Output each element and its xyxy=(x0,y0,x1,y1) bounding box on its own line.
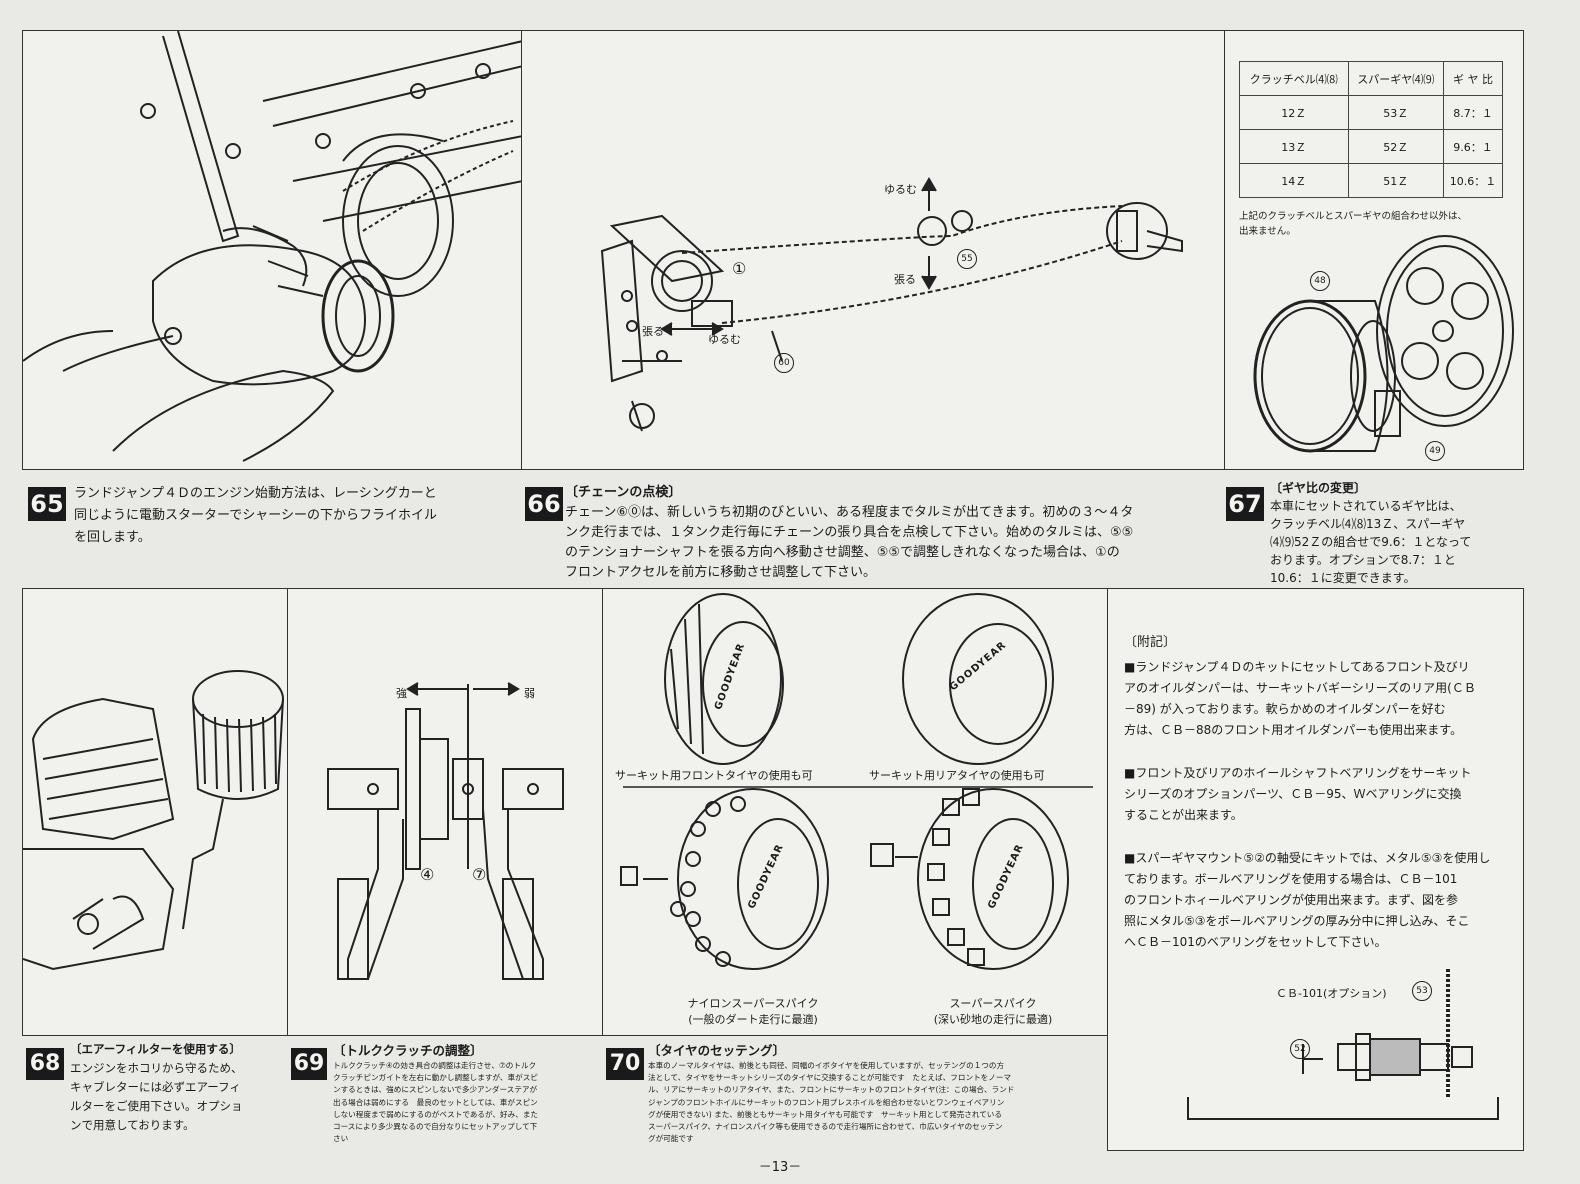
label-part-1: ① xyxy=(732,259,747,278)
label-nylon-spike: ナイロンスーパースパイク (一般のダート走行に最適) xyxy=(687,997,819,1026)
caption-66-text: 〔チェーンの点検〕 チェーン⑥⓪は、新しいうち初期のびといい、ある程度までタルミ… xyxy=(565,483,1225,583)
table-header: クラッチベル⑷⑻ xyxy=(1239,61,1349,96)
table-cell: 51Ｚ xyxy=(1347,163,1444,198)
label-cb101-option: ＣＢ-101(オプション) xyxy=(1276,987,1387,1000)
caption-66: 66 〔チェーンの点検〕 チェーン⑥⓪は、新しいうち初期のびといい、ある程度まで… xyxy=(521,475,1225,585)
table-cell: 8.7：１ xyxy=(1442,95,1504,130)
caption-67-title: 〔ギヤ比の変更〕 xyxy=(1270,481,1367,495)
air-filter-illustration xyxy=(23,670,284,971)
caption-69-title: 〔トルククラッチの調整〕 xyxy=(333,1043,483,1058)
table-header: ギ ヤ 比 xyxy=(1442,61,1504,96)
table-row: 12Ｚ 53Ｚ 8.7：１ xyxy=(1239,95,1504,130)
panel-70-illustration: GOODYEAR GOODYEAR GOODYEAR GOODYEAR サーキッ… xyxy=(602,588,1108,1036)
panel-66-illustration: ゆるむ 張る 張る ゆるむ ① 55 60 xyxy=(521,30,1225,470)
table-cell: 53Ｚ xyxy=(1347,95,1444,130)
page-number: －13－ xyxy=(758,1160,802,1175)
caption-70: 70 〔タイヤのセッテング〕 本車のノーマルタイヤは、前後とも同径、同幅のイボタ… xyxy=(602,1038,1108,1150)
gear-illustration xyxy=(1253,235,1514,453)
appendix-body: ■ランドジャンプ４Ｄのキットにセットしてあるフロント及びリ アのオイルダンパーは… xyxy=(1124,657,1514,975)
step-number-70: 70 xyxy=(606,1048,644,1080)
label-part-48: 48 xyxy=(1310,271,1330,291)
caption-67: 67 〔ギヤ比の変更〕 本車にセットされているギヤ比は、 クラッチベル⑷⑻13Ｚ… xyxy=(1224,475,1524,585)
panel-65-illustration xyxy=(22,30,522,470)
caption-68-text: 〔エアーフィルターを使用する〕 エンジンをホコリから守るため、 キャブレターには… xyxy=(70,1040,288,1135)
label-tighten-left: 張る xyxy=(642,325,664,338)
label-part-52: 52 xyxy=(1290,1039,1310,1059)
label-strong: 強 xyxy=(396,687,407,700)
label-tighten-top: 張る xyxy=(894,273,916,286)
label-part-53: 53 xyxy=(1412,981,1432,1001)
appendix-item-2: ■フロント及びリアのホイールシャフトベアリングをサーキット シリーズのオプション… xyxy=(1124,766,1472,822)
caption-65: 65 ランドジャンプ４Ｄのエンジン始動方法は、レーシングカーと 同じように電動ス… xyxy=(22,475,522,585)
appendix-title: 〔附記〕 xyxy=(1124,635,1177,650)
table-cell: 12Ｚ xyxy=(1239,95,1349,130)
step-number-69: 69 xyxy=(291,1048,327,1080)
table-cell: 14Ｚ xyxy=(1239,163,1349,198)
panel-69-illustration: 強 弱 ④ ⑦ xyxy=(287,588,603,1036)
label-part-55: 55 xyxy=(957,249,977,269)
label-loosen-bottom: ゆるむ xyxy=(708,333,741,346)
table-cell: 10.6：１ xyxy=(1442,163,1504,198)
gear-ratio-table: クラッチベル⑷⑻ スパーギヤ⑷⑼ ギ ヤ 比 12Ｚ 53Ｚ 8.7：１ 13Ｚ… xyxy=(1239,61,1504,198)
appendix-item-1: ■ランドジャンプ４Ｄのキットにセットしてあるフロント及びリ アのオイルダンパーは… xyxy=(1124,660,1476,737)
step-number-68: 68 xyxy=(26,1048,64,1080)
label-rear-tire: サーキット用リアタイヤの使用も可 xyxy=(869,769,1045,782)
caption-67-text: 〔ギヤ比の変更〕 本車にセットされているギヤ比は、 クラッチベル⑷⑻13Ｚ、スパ… xyxy=(1270,479,1524,585)
label-super-spike: スーパースパイク (深い砂地の走行に最適) xyxy=(933,997,1053,1026)
tire-illustration xyxy=(620,593,1093,970)
table-header-row: クラッチベル⑷⑻ スパーギヤ⑷⑼ ギ ヤ 比 xyxy=(1239,61,1504,96)
label-part-4: ④ xyxy=(420,865,435,884)
table-note: 上記のクラッチベルとスパーギヤの組合わせ以外は、 出来ません。 xyxy=(1239,211,1468,237)
table-cell: 13Ｚ xyxy=(1239,129,1349,164)
label-front-tire: サーキット用フロントタイヤの使用も可 xyxy=(615,769,813,782)
caption-69: 69 〔トルククラッチの調整〕 トルククラッチ④の効き具合の調整は走行させ、⑦の… xyxy=(287,1038,603,1150)
step-number-66: 66 xyxy=(525,487,563,521)
panel-67-illustration: クラッチベル⑷⑻ スパーギヤ⑷⑼ ギ ヤ 比 12Ｚ 53Ｚ 8.7：１ 13Ｚ… xyxy=(1224,30,1524,470)
caption-68-title: 〔エアーフィルターを使用する〕 xyxy=(70,1042,241,1056)
panel-68-illustration xyxy=(22,588,288,1036)
table-cell: 9.6：１ xyxy=(1442,129,1504,164)
caption-66-title: 〔チェーンの点検〕 xyxy=(565,485,682,500)
label-part-49: 49 xyxy=(1425,441,1445,461)
step-number-67: 67 xyxy=(1226,487,1264,521)
caption-65-text: ランドジャンプ４Ｄのエンジン始動方法は、レーシングカーと 同じように電動スタータ… xyxy=(74,486,437,545)
table-cell: 52Ｚ xyxy=(1347,129,1444,164)
torque-clutch-illustration xyxy=(327,682,564,980)
table-header: スパーギヤ⑷⑼ xyxy=(1347,61,1444,96)
engine-start-illustration xyxy=(23,31,521,462)
label-weak: 弱 xyxy=(524,687,535,700)
table-row: 14Ｚ 51Ｚ 10.6：１ xyxy=(1239,163,1504,198)
panel-appendix: 〔附記〕 ■ランドジャンプ４Ｄのキットにセットしてあるフロント及びリ アのオイル… xyxy=(1107,588,1524,1151)
caption-70-title: 〔タイヤのセッテング〕 xyxy=(648,1043,786,1058)
chain-tension-illustration xyxy=(600,177,1183,432)
appendix-item-3: ■スパーギヤマウント⑤②の軸受にキットでは、メタル⑤③を使用し ております。ボー… xyxy=(1124,851,1491,949)
step-number-65: 65 xyxy=(28,487,66,521)
caption-68: 68 〔エアーフィルターを使用する〕 エンジンをホコリから守るため、 キャブレタ… xyxy=(22,1038,288,1150)
label-part-60: 60 xyxy=(774,353,794,373)
label-loosen-top: ゆるむ xyxy=(884,183,917,196)
caption-70-text: 〔タイヤのセッテング〕 本車のノーマルタイヤは、前後とも同径、同幅のイボタイヤを… xyxy=(648,1042,1106,1145)
label-part-7: ⑦ xyxy=(472,865,487,884)
table-row: 13Ｚ 52Ｚ 9.6：１ xyxy=(1239,129,1504,164)
caption-69-text: 〔トルククラッチの調整〕 トルククラッチ④の効き具合の調整は走行させ、⑦のトルク… xyxy=(333,1042,601,1145)
